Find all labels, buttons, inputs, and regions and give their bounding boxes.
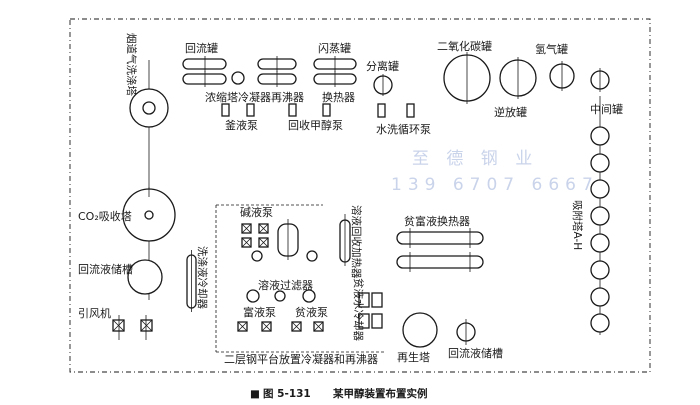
solution-filter-1 bbox=[246, 289, 260, 303]
watermark-name: 至 德 钢 业 bbox=[412, 149, 538, 169]
water-wash-circulation-pumps bbox=[377, 103, 415, 118]
co2-absorber-label: CO₂吸收塔 bbox=[78, 209, 132, 223]
solution-filter-3 bbox=[302, 289, 316, 303]
concentrator-condenser-symbol bbox=[231, 71, 245, 85]
watermark-phone: 139 6707 6667 bbox=[391, 175, 599, 195]
induced-fans bbox=[112, 315, 153, 340]
caption-number: 图 5-131 bbox=[263, 388, 311, 400]
caption-marker: ■ bbox=[250, 388, 260, 400]
adsorption-tower-label: 吸附塔A-H bbox=[571, 200, 584, 250]
solution-recovery-heater-label: 溶液回收加热器 bbox=[350, 205, 363, 279]
lean-pumps bbox=[291, 321, 324, 332]
methanol-recovery-pump-label: 回收甲醇泵 bbox=[288, 118, 343, 132]
regenerator-label: 再生塔 bbox=[397, 350, 430, 364]
lean-pump-label: 贫液泵 bbox=[295, 305, 328, 319]
heat-exchanger-label: 换热器 bbox=[322, 90, 355, 104]
reflux-tank-vessels bbox=[182, 56, 227, 87]
reflux-tank-label: 回流罐 bbox=[185, 41, 218, 55]
caption-title: 某甲醇装置布置实例 bbox=[332, 387, 428, 400]
reboiler-vessels bbox=[257, 56, 297, 87]
kettle-pump-label: 釜液泵 bbox=[225, 118, 258, 132]
co2-tank-label: 二氧化碳罐 bbox=[437, 39, 492, 53]
concentrator-condenser-label: 浓缩塔冷凝器 bbox=[205, 90, 271, 104]
lean-rich-exchanger-label: 贫富液换热器 bbox=[404, 214, 470, 228]
intermediate-tank-label: 中间罐 bbox=[590, 103, 623, 116]
induced-fan-label: 引风机 bbox=[78, 306, 111, 320]
solution-filter-2 bbox=[274, 290, 286, 302]
solution-filter-label: 溶液过滤器 bbox=[258, 278, 313, 292]
flash-tank-vessels bbox=[313, 56, 357, 87]
flue-gas-scrubber-vessel bbox=[129, 88, 169, 128]
flash-tank-label: 闪蒸罐 bbox=[318, 41, 351, 55]
reflux-storage-vessel bbox=[127, 259, 163, 295]
second-floor-platform-label: 二层钢平台放置冷凝器和再沸器 bbox=[224, 352, 378, 366]
kettle-pumps bbox=[221, 103, 255, 117]
plant-boundary bbox=[69, 18, 651, 373]
second-floor-platform-boundary bbox=[215, 204, 386, 353]
rich-pumps bbox=[237, 321, 272, 332]
hydrogen-tank-label: 氢气罐 bbox=[535, 42, 568, 56]
lean-water-cooler-vessels bbox=[358, 292, 383, 329]
regenerator-vessel bbox=[402, 312, 438, 348]
reflux-storage-label: 回流液储槽 bbox=[78, 262, 133, 276]
lean-water-cooler-label: 贫液水冷却器 bbox=[352, 278, 365, 341]
small-vessel-alkali-1 bbox=[251, 250, 263, 262]
small-vessel-alkali-2 bbox=[306, 250, 318, 262]
reflux-storage-2-label: 回流液储槽 bbox=[448, 346, 503, 360]
reboiler-label: 再沸器 bbox=[271, 91, 304, 104]
reverse-tank-label: 逆放罐 bbox=[494, 105, 527, 119]
adsorption-tower-vessels bbox=[590, 126, 610, 333]
rich-pump-label: 富液泵 bbox=[243, 305, 276, 319]
lean-rich-exchanger-vessels bbox=[396, 228, 484, 272]
methanol-recovery-pumps bbox=[288, 103, 331, 117]
flue-gas-scrubber-label: 烟道气洗涤塔 bbox=[125, 33, 138, 96]
wash-liquid-cooler-label: 洗涤液冷却器 bbox=[196, 246, 209, 309]
separator-tank-label: 分离罐 bbox=[366, 59, 399, 73]
alkali-pumps bbox=[241, 223, 269, 248]
water-wash-circulation-pump-label: 水洗循环泵 bbox=[376, 123, 431, 136]
alkali-pump-label: 碱液泵 bbox=[240, 205, 273, 219]
